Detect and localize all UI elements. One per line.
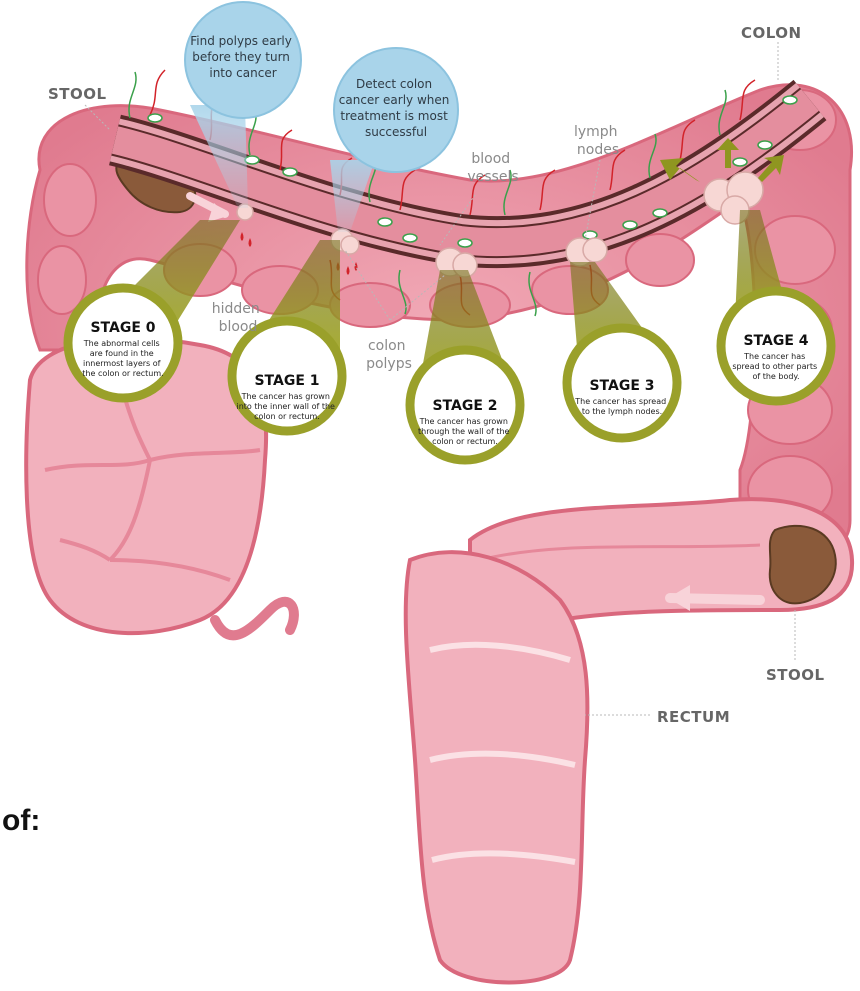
bubble-detect-early: Detect colon cancer early when treatment… <box>334 48 458 172</box>
label-colon: COLON <box>741 24 802 42</box>
stage-0-title: STAGE 0 <box>90 320 155 336</box>
bottom-caption: of: <box>2 804 40 837</box>
label-blood-vessels: blood vessels <box>467 151 518 185</box>
stage-4-circle: STAGE 4 The cancer has spread to other p… <box>721 291 831 401</box>
stage-0-circle: STAGE 0 The abnormal cells are found in … <box>68 288 178 398</box>
label-rectum: RECTUM <box>657 708 730 726</box>
stage-3-title: STAGE 3 <box>589 378 654 394</box>
stage-2-title: STAGE 2 <box>432 398 497 414</box>
stage-2-circle: STAGE 2 The cancer has grown through the… <box>410 350 520 460</box>
rectum <box>406 552 588 982</box>
stage-1-title: STAGE 1 <box>254 373 319 389</box>
label-colon-polyps: colon polyps <box>366 338 412 372</box>
stage-0-description: The abnormal cells are found in the inne… <box>82 339 163 378</box>
label-stool-left: STOOL <box>48 85 107 103</box>
label-lymph-nodes: lymph nodes <box>574 124 622 158</box>
label-hidden-blood: hidden blood <box>212 301 264 335</box>
stage-4-title: STAGE 4 <box>743 333 808 349</box>
bubble-find-polyps: Find polyps early before they turn into … <box>185 2 301 118</box>
stage-1-circle: STAGE 1 The cancer has grown into the in… <box>232 321 342 431</box>
stage-3-description: The cancer has spread to the lymph nodes… <box>574 397 668 416</box>
stage-3-circle: STAGE 3 The cancer has spread to the lym… <box>567 328 677 438</box>
label-stool-right: STOOL <box>766 666 825 684</box>
